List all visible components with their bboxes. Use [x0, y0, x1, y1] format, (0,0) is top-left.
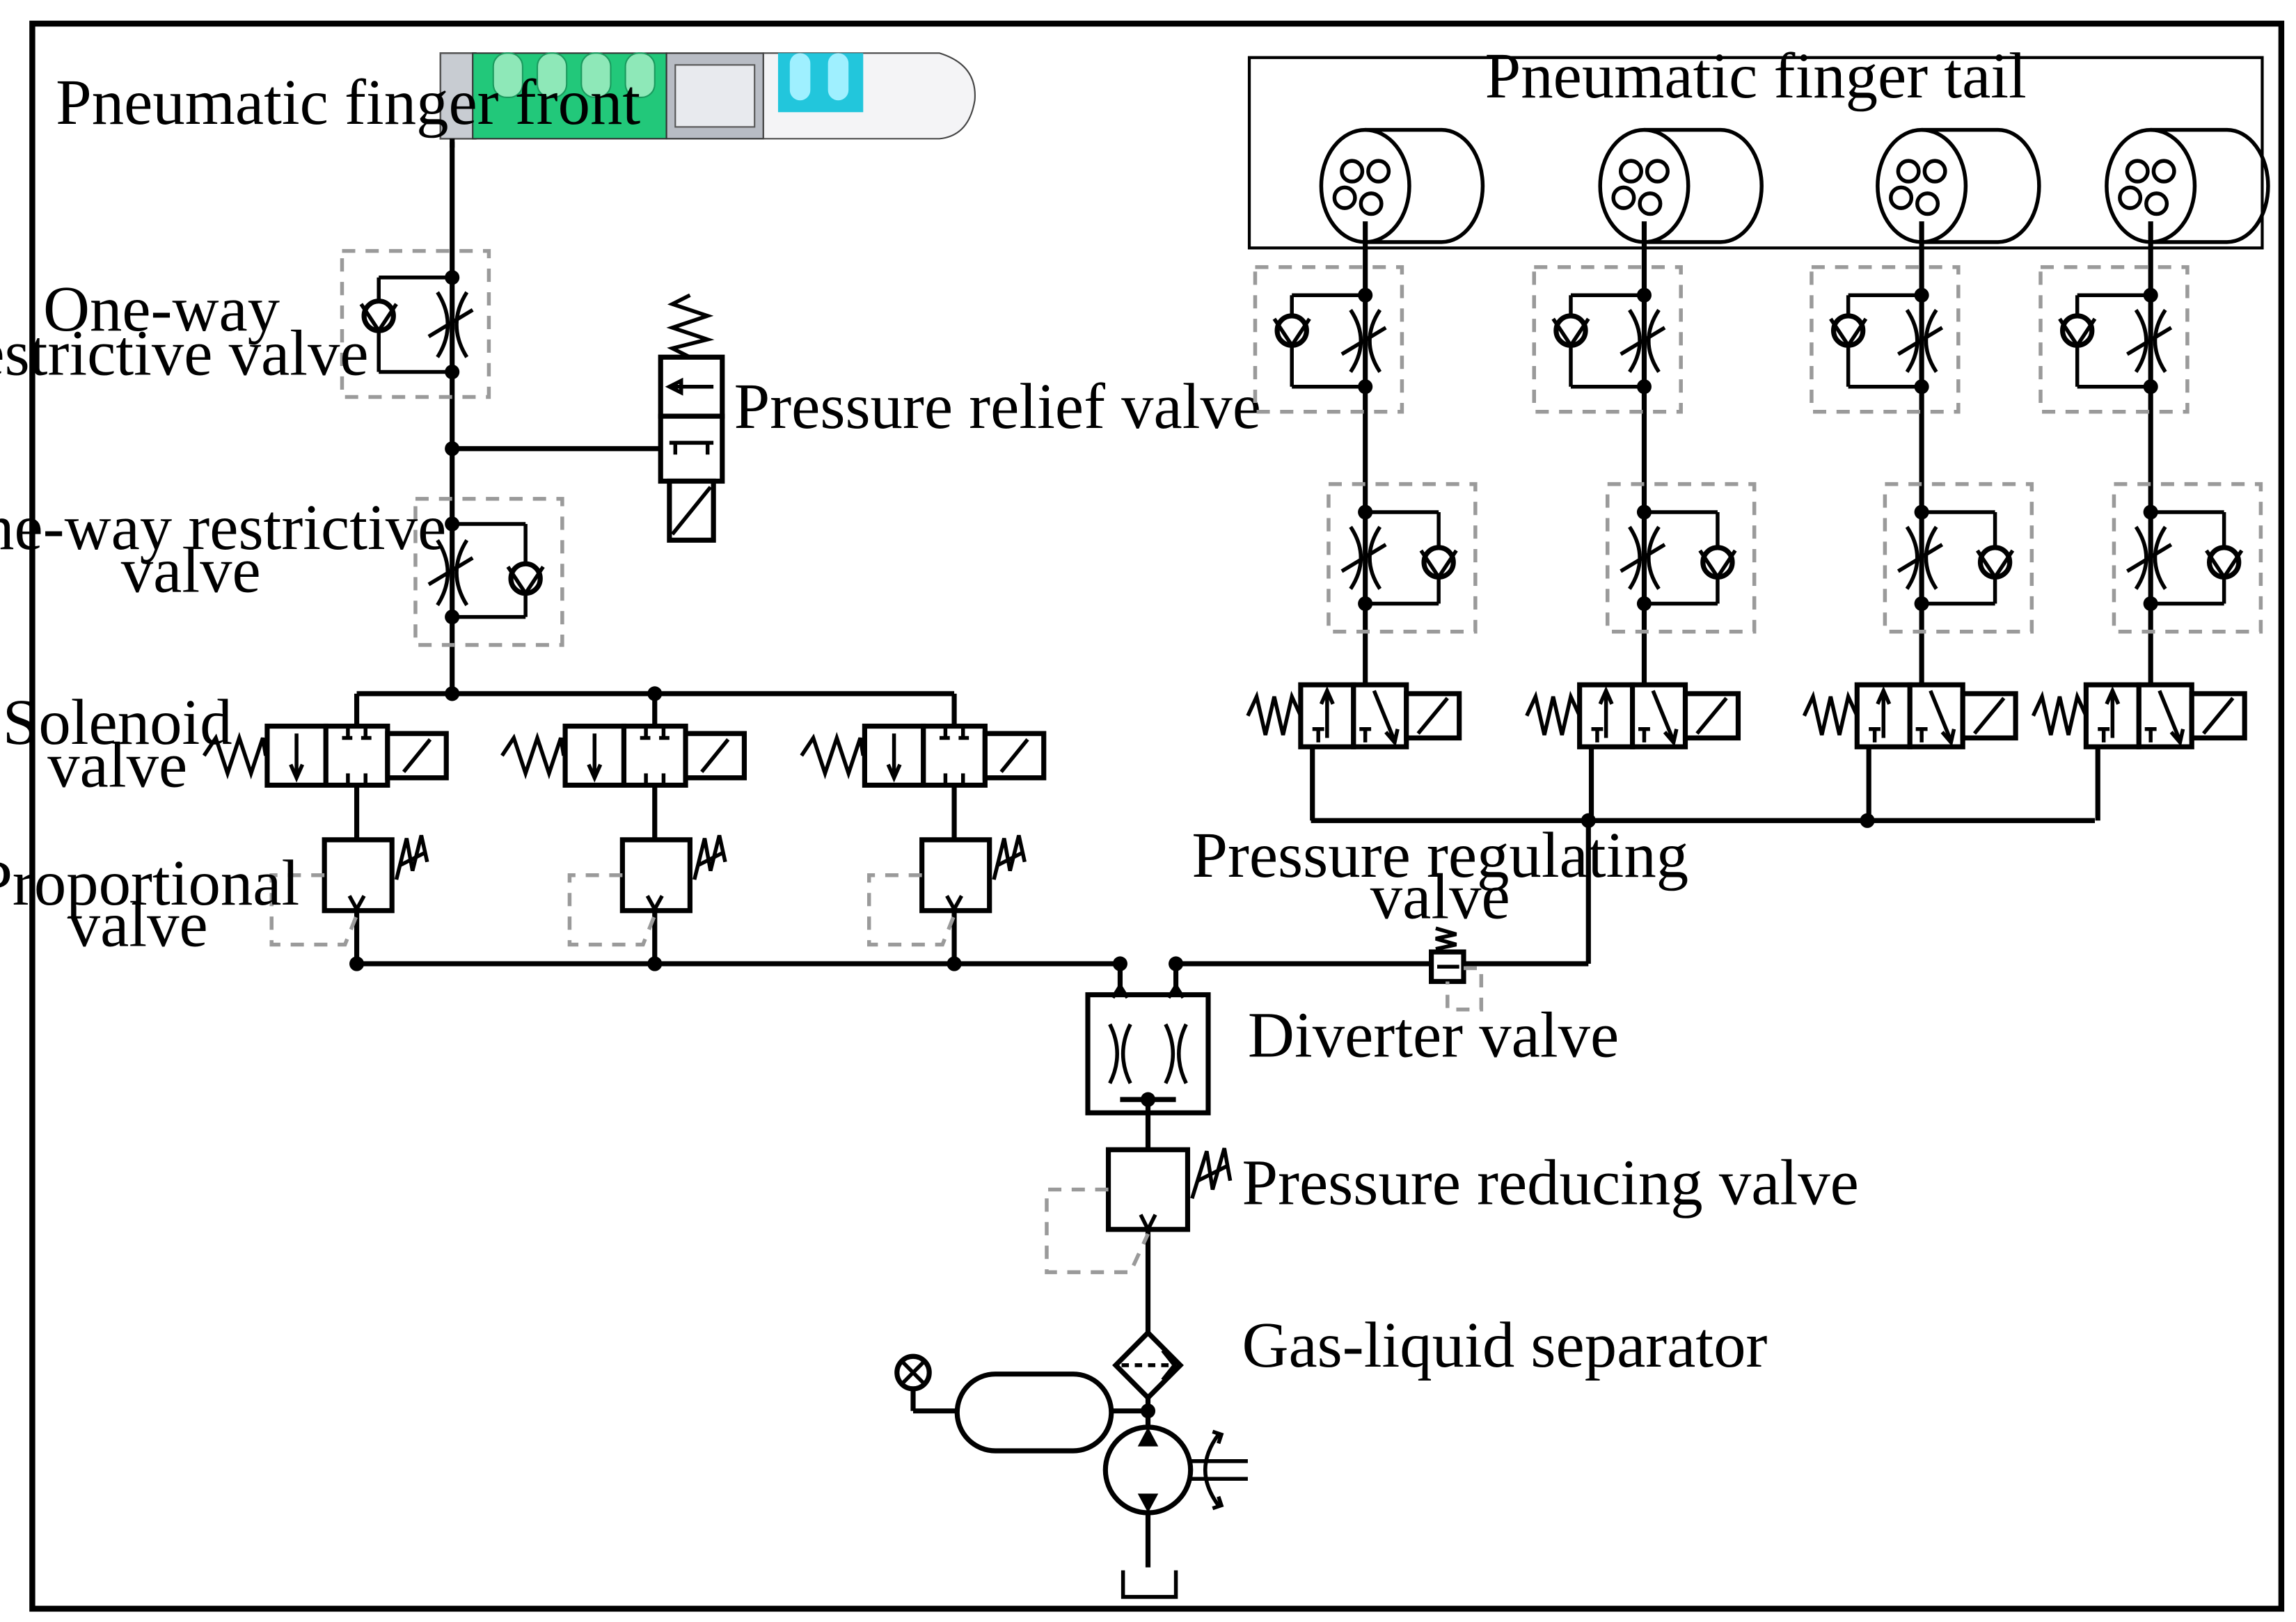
right-finger-branches [1246, 221, 2263, 821]
label-one-way-1b: restrictive valve [0, 318, 369, 390]
tail-cylinder-group [1319, 127, 2270, 244]
air-tank-and-compressor [894, 1353, 1248, 1599]
right-branch-2 [1525, 221, 1757, 821]
diagram-frame [29, 20, 2285, 1612]
left-branch-2 [500, 723, 747, 964]
label-one-way-2a: One-way restrictive [0, 492, 446, 564]
one-way-restrictive-valve-2 [413, 497, 564, 647]
pressure-relief-valve [445, 293, 725, 543]
label-pressure-regulating-a: Pressure regulating [1191, 820, 1688, 891]
label-finger-front: Pneumatic finger front [56, 67, 640, 138]
pressure-reducing-valve [1045, 1099, 1233, 1333]
tail-cylinder-2 [1598, 127, 1764, 244]
label-diverter: Diverter valve [1248, 999, 1619, 1071]
pressure-regulating-valve [1429, 926, 1484, 1012]
diverter-valve [1085, 964, 1211, 1115]
tail-cylinder-1 [1319, 127, 1485, 244]
label-one-way-1a: One-way [43, 273, 280, 345]
label-solenoid-a: Solenoid [3, 687, 232, 758]
left-solenoid-proportional-branches [202, 723, 1047, 964]
right-branch-3 [1802, 221, 2034, 821]
right-branch-1 [1246, 221, 1478, 821]
one-way-restrictive-valve-1 [340, 248, 491, 399]
tail-cylinder-3 [1876, 127, 2041, 244]
left-branch-3 [800, 723, 1047, 964]
right-branch-4 [2031, 221, 2263, 821]
pneumatic-finger-front-graphic [439, 52, 976, 148]
label-pressure-reducing: Pressure reducing valve [1242, 1147, 1858, 1219]
left-branch-1 [202, 723, 449, 964]
label-proportional-a: Proportional [0, 848, 299, 919]
label-pressure-relief: Pressure relief valve [734, 371, 1261, 443]
label-one-way-2b: valve [121, 534, 261, 606]
label-gas-liquid: Gas-liquid separator [1242, 1310, 1767, 1381]
label-proportional-b: valve [68, 889, 208, 960]
label-pressure-regulating-b: valve [1370, 861, 1510, 932]
label-finger-tail: Pneumatic finger tail [1485, 40, 2027, 112]
tail-cylinder-4 [2105, 127, 2270, 244]
label-solenoid-b: valve [47, 729, 187, 801]
